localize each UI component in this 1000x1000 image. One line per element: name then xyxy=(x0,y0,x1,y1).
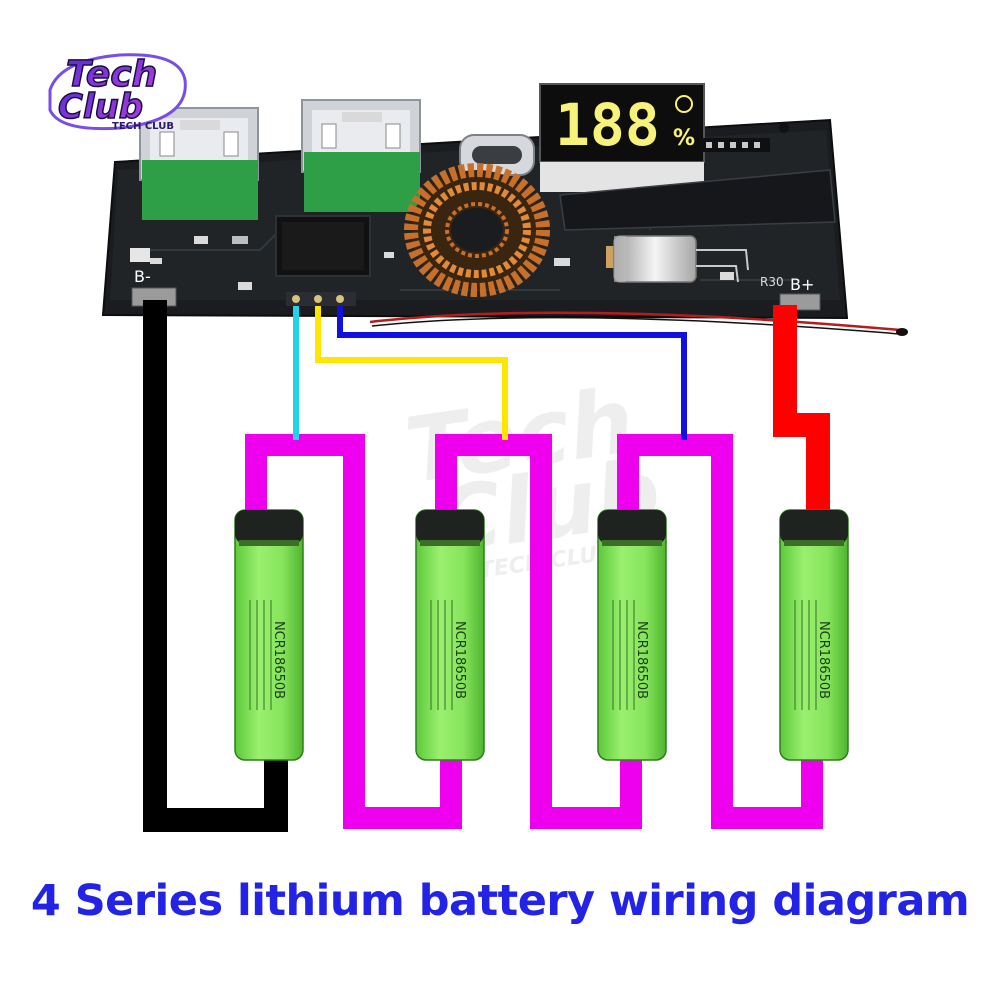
battery-cell: NCR18650B xyxy=(234,509,304,761)
series-link-2 xyxy=(435,434,642,829)
tap-wire-2 xyxy=(315,306,508,440)
battery-ring xyxy=(784,540,844,546)
balance-pads xyxy=(286,292,356,306)
ic-chip xyxy=(275,215,371,277)
battery-body xyxy=(415,509,485,761)
battery-print-line xyxy=(619,600,621,710)
battery-top-cap xyxy=(780,510,848,544)
series-link-3 xyxy=(617,434,823,829)
battery-cell: NCR18650B xyxy=(415,509,485,761)
led-display: 188 % xyxy=(539,83,705,192)
tech-club-logo: Tech Club TECH CLUB xyxy=(48,53,187,132)
negative-terminal-label: B- xyxy=(134,267,151,286)
resistor-label: R30 xyxy=(760,275,784,289)
battery-top-cap xyxy=(598,510,666,544)
battery-print-line xyxy=(430,600,432,710)
battery-model-label: NCR18650B xyxy=(452,621,467,699)
battery-model-label: NCR18650B xyxy=(634,621,649,699)
battery-print-line xyxy=(633,600,635,710)
battery-cell: NCR18650B xyxy=(597,509,667,761)
battery-print-line xyxy=(808,600,810,710)
diagram-caption: 4 Series lithium battery wiring diagram xyxy=(30,876,970,926)
thermistor-wire xyxy=(369,311,908,336)
toroid-inductor xyxy=(404,163,550,297)
battery-print-line xyxy=(626,600,628,710)
positive-terminal-label: B+ xyxy=(790,275,814,294)
battery-print-line xyxy=(612,600,614,710)
battery-print-line xyxy=(270,600,272,710)
battery-body xyxy=(597,509,667,761)
battery-body xyxy=(234,509,304,761)
logo-line-1: Tech xyxy=(66,54,157,95)
usb-port-2 xyxy=(301,99,421,212)
battery-ring xyxy=(239,540,299,546)
logo-subtitle: TECH CLUB xyxy=(112,121,174,132)
tap-wire-3 xyxy=(337,306,687,440)
battery-cell: NCR18650B xyxy=(779,509,849,761)
battery-top-cap xyxy=(416,510,484,544)
electrolytic-capacitor xyxy=(613,235,749,283)
series-link-1 xyxy=(245,434,462,829)
batteries: NCR18650B NCR18650B NCR18650B NCR18650B xyxy=(234,509,849,761)
battery-model-label: NCR18650B xyxy=(271,621,286,699)
battery-print-line xyxy=(437,600,439,710)
display-digits: 188 xyxy=(555,91,660,159)
battery-ring xyxy=(420,540,480,546)
battery-print-line xyxy=(815,600,817,710)
battery-print-line xyxy=(451,600,453,710)
battery-print-line xyxy=(256,600,258,710)
battery-top-cap xyxy=(235,510,303,544)
negative-wire xyxy=(143,300,288,832)
display-module-board xyxy=(559,123,836,231)
display-unit: % xyxy=(673,126,695,151)
battery-print-line xyxy=(249,600,251,710)
battery-print-line xyxy=(263,600,265,710)
battery-print-line xyxy=(444,600,446,710)
logo-line-2: Club xyxy=(58,87,143,127)
smd-components xyxy=(150,236,734,290)
battery-model-label: NCR18650B xyxy=(816,621,831,699)
battery-print-line xyxy=(801,600,803,710)
battery-ring xyxy=(602,540,662,546)
positive-wire xyxy=(773,305,830,515)
battery-body xyxy=(779,509,849,761)
battery-print-line xyxy=(794,600,796,710)
charge-indicator-icon xyxy=(675,95,693,113)
